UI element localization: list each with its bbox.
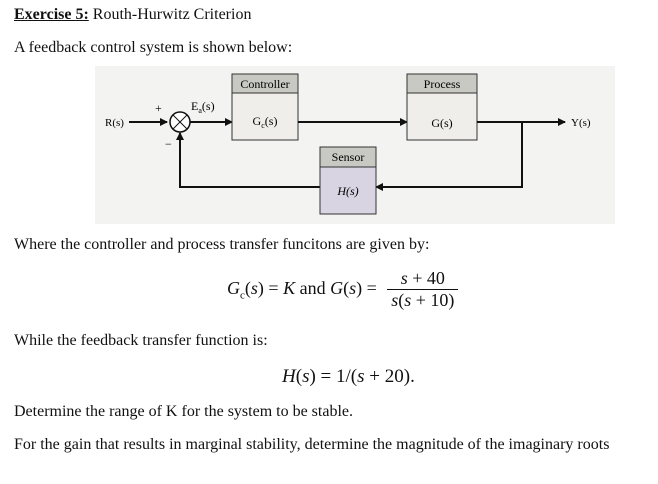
- exercise-topic: Routh-Hurwitz Criterion: [92, 6, 252, 23]
- eq1-numerator: s + 40: [387, 268, 459, 290]
- task-stability-range: Determine the range of K for the system …: [14, 403, 353, 420]
- feedback-equation: H(s) = 1/(s + 20).: [282, 366, 415, 387]
- plus-sign: +: [155, 101, 162, 115]
- eq1-denominator: s(s + 10): [391, 290, 455, 310]
- intro-text: A feedback control system is shown below…: [14, 39, 293, 56]
- controller-block: [231, 73, 299, 141]
- input-label: R(s): [105, 117, 124, 129]
- sensor-block: [319, 146, 377, 215]
- sensor-title: Sensor: [332, 150, 365, 164]
- while-text: While the feedback transfer function is:: [14, 332, 268, 349]
- controller-title: Controller: [240, 77, 289, 91]
- process-title: Process: [424, 77, 461, 91]
- exercise-title: Exercise 5: Routh-Hurwitz Criterion: [14, 6, 251, 24]
- minus-sign: −: [165, 137, 172, 151]
- process-block: [406, 73, 478, 141]
- controller-tf: Gc(s): [253, 114, 278, 130]
- process-tf: G(s): [431, 116, 452, 130]
- block-diagram: R(s) + − Ea(s) Controller Gc(s): [95, 66, 615, 224]
- feedback-path-right: [375, 122, 523, 191]
- summing-junction: [169, 111, 191, 133]
- eq1-fraction: s + 40 s(s + 10): [387, 268, 459, 311]
- transfer-function-equation: Gc(s) = K and G(s) = s + 40 s(s + 10): [227, 268, 459, 322]
- exercise-number: Exercise 5:: [14, 6, 89, 23]
- feedback-path-left: [176, 132, 320, 188]
- sensor-tf: H(s): [336, 184, 358, 198]
- where-text: Where the controller and process transfe…: [14, 236, 430, 253]
- task-imaginary-roots: For the gain that results in marginal st…: [14, 436, 610, 453]
- output-label: Y(s): [571, 117, 591, 129]
- error-label: Ea(s): [191, 99, 215, 115]
- eq1-lhs: Gc(s) = K and G(s) =: [227, 277, 377, 302]
